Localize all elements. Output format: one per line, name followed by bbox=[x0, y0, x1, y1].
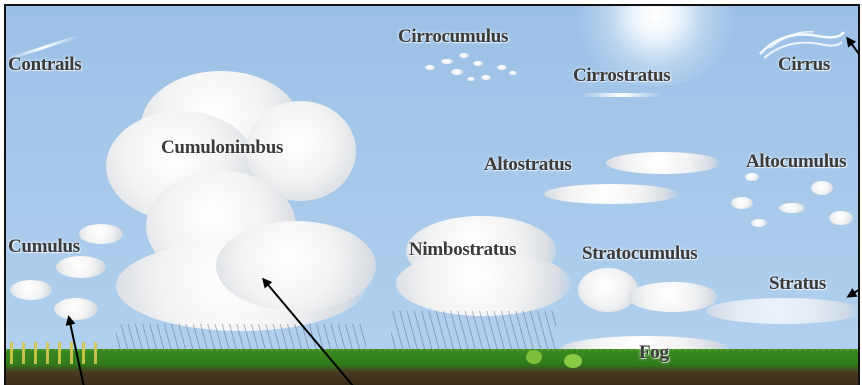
arrow-cirrus bbox=[848, 39, 860, 58]
pointer-arrows bbox=[6, 6, 860, 385]
arrow-stratus bbox=[849, 288, 860, 296]
arrow-cumulonimbus bbox=[264, 280, 354, 385]
sky-frame: Contrails Cirrocumulus Cirrostratus Cirr… bbox=[4, 4, 860, 385]
arrow-cumulus bbox=[69, 318, 84, 385]
